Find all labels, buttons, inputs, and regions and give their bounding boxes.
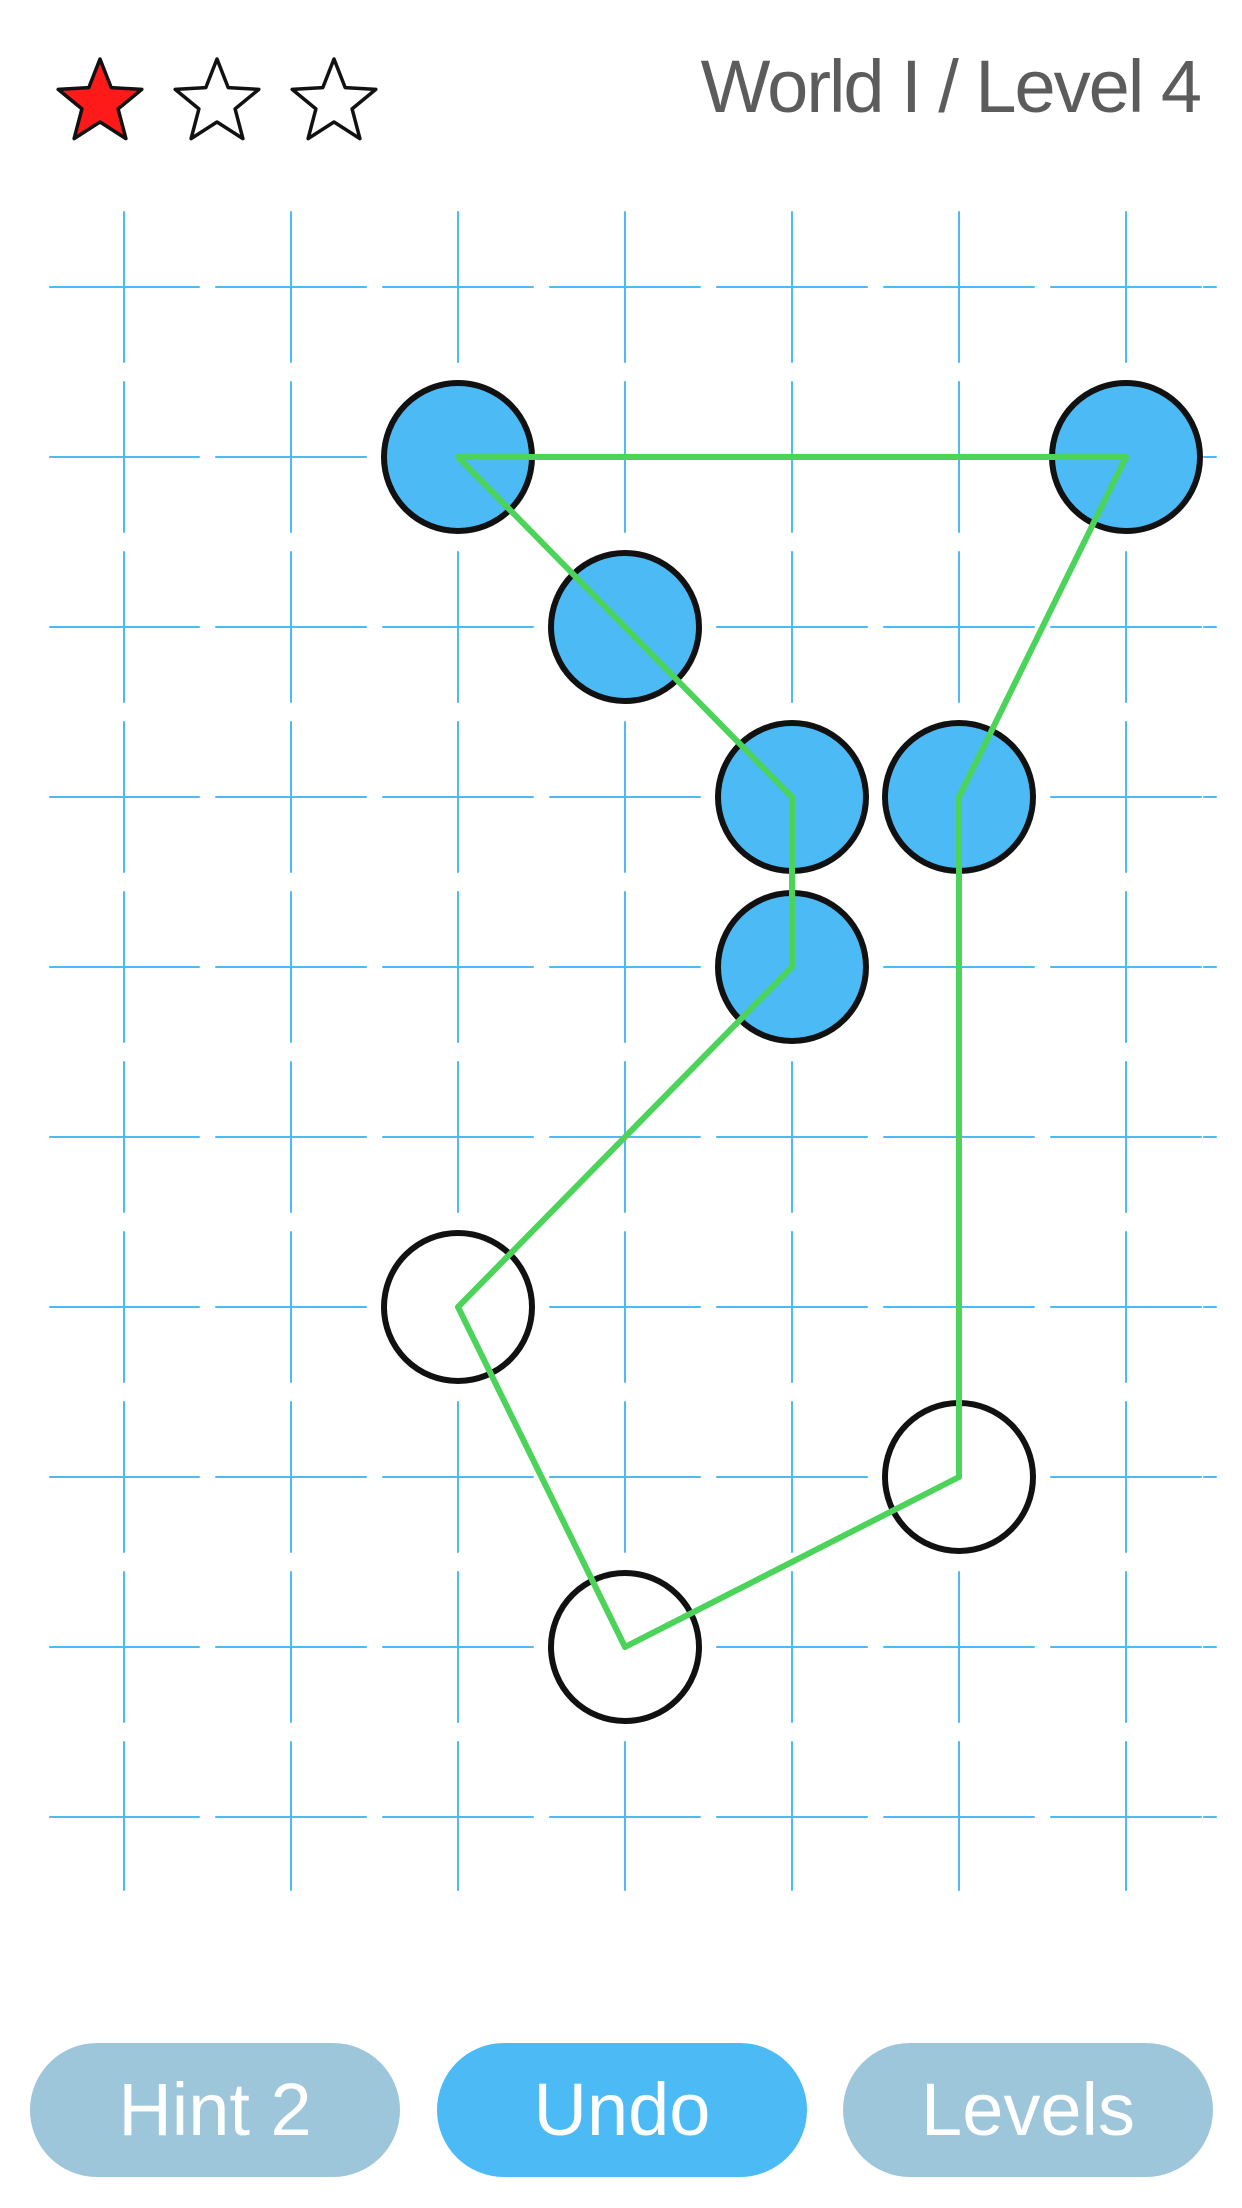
path-segment	[455, 454, 795, 800]
path-segment	[455, 1304, 628, 1650]
level-title: World I / Level 4	[700, 45, 1202, 128]
game-board[interactable]	[0, 0, 1242, 1940]
undo-button[interactable]: Undo	[437, 2043, 807, 2177]
star-3-icon	[284, 50, 384, 150]
path-segment	[455, 964, 795, 1310]
path-segment	[956, 454, 1129, 800]
star-2-icon	[167, 50, 267, 150]
drawn-path	[455, 454, 1129, 1650]
levels-button[interactable]: Levels	[843, 2043, 1213, 2177]
star-1-icon	[50, 50, 150, 150]
path-segment	[622, 1474, 962, 1650]
hint-button[interactable]: Hint 2	[30, 2043, 400, 2177]
